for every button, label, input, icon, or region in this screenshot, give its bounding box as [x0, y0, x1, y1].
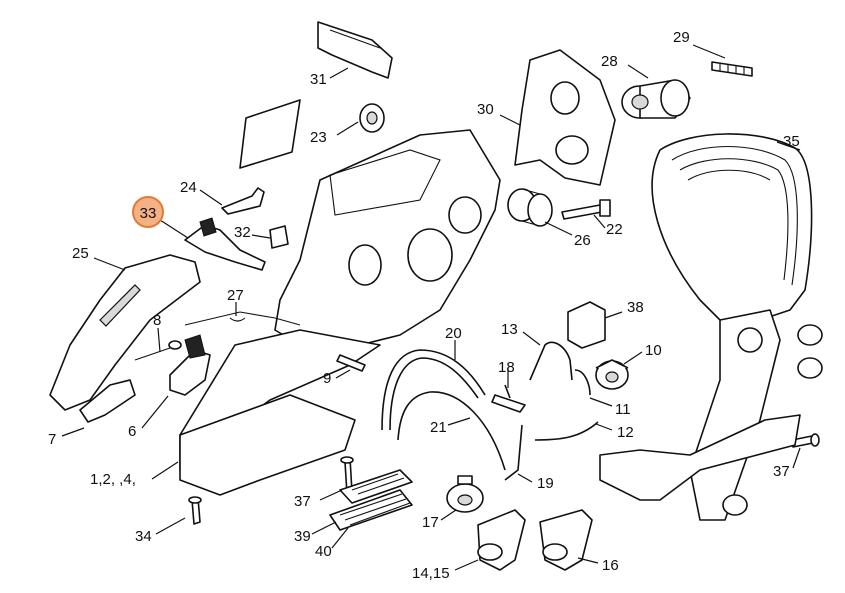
part-28-buffer	[621, 79, 691, 119]
highlight-circle-33	[132, 196, 164, 228]
label-9: 9	[323, 370, 331, 387]
part-24-rod	[221, 187, 265, 215]
hose-13	[529, 341, 573, 381]
part-9-pin	[336, 354, 366, 372]
label-12: 12	[617, 424, 634, 441]
part-26-buffer	[507, 188, 553, 227]
label-39: 39	[294, 528, 311, 545]
label-37-left: 37	[294, 493, 311, 510]
handle-knobs	[722, 324, 823, 516]
part-25-grip	[49, 254, 201, 411]
part-39-plate	[339, 469, 413, 504]
part-8-pin	[134, 340, 182, 361]
label-19: 19	[537, 475, 554, 492]
part-18-fitting	[491, 384, 526, 413]
label-18: 18	[498, 359, 515, 376]
label-29: 29	[673, 29, 690, 46]
hose-11	[574, 369, 591, 396]
part-32-clip	[269, 225, 289, 249]
part-29-screw	[711, 61, 753, 77]
part-33-throttle	[184, 217, 266, 271]
label-35: 35	[783, 133, 800, 150]
decal-sticker	[239, 99, 301, 169]
label-26: 26	[574, 232, 591, 249]
label-1-4: 1,2, ,4,	[90, 471, 136, 488]
label-10: 10	[645, 342, 662, 359]
label-22: 22	[606, 221, 623, 238]
label-30: 30	[477, 101, 494, 118]
label-8: 8	[153, 312, 161, 329]
label-25: 25	[72, 245, 89, 262]
label-28: 28	[601, 53, 618, 70]
label-38: 38	[627, 299, 644, 316]
label-13: 13	[501, 321, 518, 338]
label-33: 33	[140, 205, 157, 222]
label-17: 17	[422, 514, 439, 531]
part-22-screw	[561, 199, 611, 220]
part-6-trigger	[169, 334, 211, 396]
part-40-plate	[329, 489, 413, 531]
hose-12	[534, 421, 599, 441]
part-23-grommet	[359, 103, 385, 133]
label-40: 40	[315, 543, 332, 560]
hose-19	[504, 424, 523, 481]
part-27-spring	[184, 311, 301, 326]
part-14-15-clamp	[477, 509, 526, 571]
label-32: 32	[234, 224, 251, 241]
label-16: 16	[602, 557, 619, 574]
label-20: 20	[445, 325, 462, 342]
label-37-right: 37	[773, 463, 790, 480]
label-14-15: 14,15	[412, 565, 450, 582]
label-27: 27	[227, 287, 244, 304]
handle-base	[599, 414, 801, 501]
part-34-screw	[188, 496, 202, 525]
main-housing	[179, 129, 501, 496]
part-16-clamp	[539, 509, 593, 571]
label-7: 7	[48, 431, 56, 448]
label-31: 31	[310, 71, 327, 88]
label-24: 24	[180, 179, 197, 196]
label-6: 6	[128, 423, 136, 440]
part-17-valve	[446, 475, 484, 513]
part-10-fitting	[595, 359, 629, 390]
leader-lines	[61, 44, 801, 571]
label-21: 21	[430, 419, 447, 436]
part-38-cap	[567, 301, 606, 349]
hose-20-21	[381, 349, 506, 471]
label-11: 11	[615, 401, 631, 418]
label-23: 23	[310, 129, 327, 146]
part-7-interlock	[79, 379, 136, 423]
label-34: 34	[135, 528, 152, 545]
part-31-cover	[317, 21, 393, 79]
part-30-bracket	[514, 49, 616, 186]
part-labels: 33 31 29 28 30 23 35 24 22 32 26 25 27 3…	[48, 29, 800, 582]
